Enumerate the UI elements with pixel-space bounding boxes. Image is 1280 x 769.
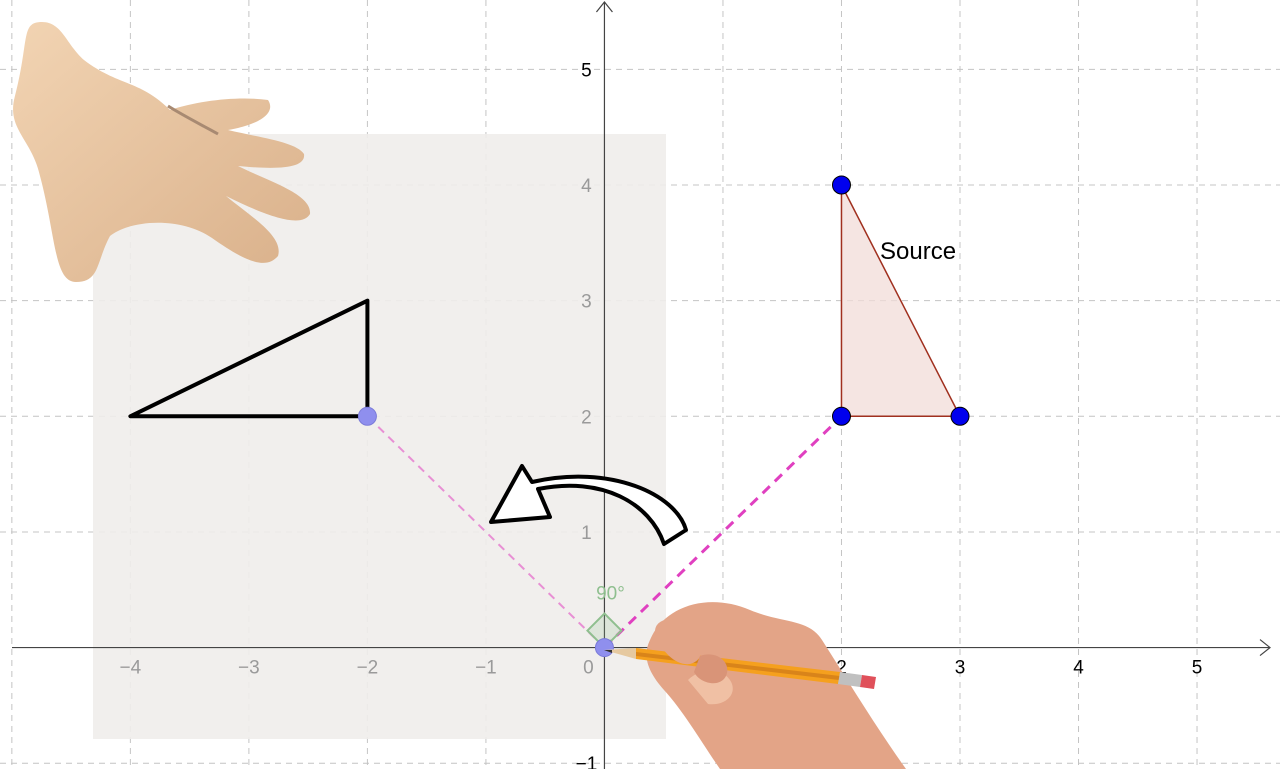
image-triangle[interactable]: [128, 298, 370, 419]
x-tick-label: 4: [1073, 658, 1084, 679]
y-tick-label: −1: [576, 754, 598, 769]
x-tick-label: −3: [238, 658, 260, 679]
vertex-points[interactable]: [357, 175, 970, 658]
workspace-shade: [93, 134, 666, 739]
source-label: Source: [880, 238, 956, 265]
rotation-ray-source: [603, 415, 843, 649]
source-vertex-point[interactable]: [831, 406, 851, 426]
pencil-fingers: [655, 619, 728, 684]
y-tick-label: 5: [581, 60, 592, 81]
x-tick-label: −1: [475, 658, 497, 679]
x-axis-arrow-icon: [1259, 639, 1271, 657]
y-tick-label: 1: [581, 523, 592, 544]
y-tick-label: 3: [581, 292, 592, 313]
origin-label: 0: [583, 658, 594, 679]
rotation-arrow-icon: [489, 464, 688, 546]
source-triangle[interactable]: [840, 184, 962, 418]
y-tick-label: 4: [581, 176, 592, 197]
source-vertex-point[interactable]: [950, 406, 970, 426]
right-angle-marker: [586, 612, 623, 649]
rotation-center-point[interactable]: [594, 638, 614, 658]
y-axis-arrow-icon: [595, 1, 613, 13]
x-tick-label: 5: [1192, 658, 1203, 679]
x-tick-label: 3: [955, 658, 966, 679]
x-tick-label: −2: [357, 658, 379, 679]
x-tick-label: 2: [836, 658, 847, 679]
x-tick-label: −4: [120, 658, 142, 679]
y-tick-label: 2: [581, 407, 592, 428]
tick-labels: −4 −3 −2 −1 2 3 4 5 5 4 3 2 1 −1 0: [120, 60, 1203, 769]
angle-label: 90°: [596, 584, 625, 605]
source-vertex-point[interactable]: [831, 175, 851, 195]
image-vertex-point[interactable]: [357, 406, 377, 426]
hand-icon: [13, 22, 311, 282]
